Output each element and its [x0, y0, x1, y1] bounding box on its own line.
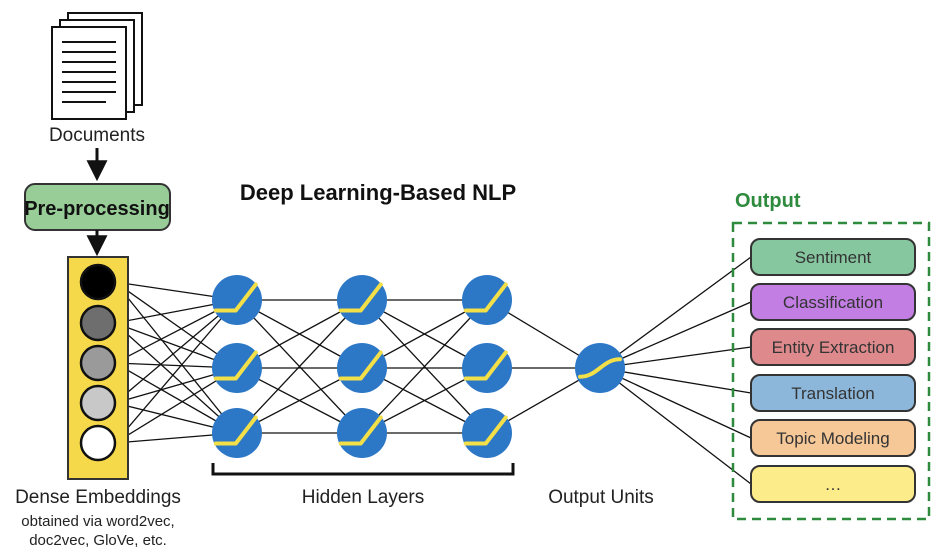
relu-neuron [337, 343, 387, 393]
hidden-layer-nodes [212, 275, 512, 458]
output-task-box [750, 374, 916, 412]
edge-output-to-task [599, 367, 752, 485]
relu-neuron [212, 408, 262, 458]
output-task-box [750, 465, 916, 503]
output-task-label: Topic Modeling [776, 429, 889, 448]
edge-hidden-to-hidden [236, 299, 363, 434]
output-task-label: … [825, 475, 842, 494]
embedding-units [79, 263, 117, 462]
embedding-unit [79, 304, 117, 342]
dense-embeddings-label: Dense Embeddings [15, 487, 181, 508]
output-task-label: Classification [783, 293, 883, 312]
output-task-label: Translation [791, 384, 874, 403]
documents-icon [51, 12, 143, 120]
output-units-label: Output Units [548, 487, 654, 508]
embedding-unit [79, 344, 117, 382]
edge-embedding-to-hidden [114, 281, 238, 434]
output-title: Output [735, 190, 801, 212]
network-connections [114, 256, 752, 485]
edge-embedding-to-hidden [114, 299, 238, 404]
diagram-title: Deep Learning-Based NLP [240, 180, 516, 205]
output-frame [731, 221, 931, 521]
output-task-4: Topic Modeling [750, 419, 916, 457]
edge-hidden-to-hidden [361, 299, 488, 434]
relu-neuron [462, 343, 512, 393]
edge-output-to-task [599, 301, 752, 369]
edge-output-to-task [599, 367, 752, 394]
hidden-layers-label: Hidden Layers [302, 487, 425, 508]
output-task-5: … [750, 465, 916, 503]
edge-embedding-to-hidden [114, 299, 238, 444]
output-task-3: Translation [750, 374, 916, 412]
edge-output-to-task [599, 367, 752, 439]
output-task-box [750, 283, 916, 321]
output-task-0: Sentiment [750, 238, 916, 276]
output-unit-node [575, 343, 625, 393]
embedding-unit [79, 263, 117, 301]
relu-neuron [337, 275, 387, 325]
output-task-box [750, 419, 916, 457]
embedding-unit [79, 424, 117, 462]
edge-embedding-to-hidden [114, 322, 238, 434]
edge-output-to-task [599, 346, 752, 369]
output-task-box [750, 328, 916, 366]
sigmoid-neuron [575, 343, 625, 393]
output-task-1: Classification [750, 283, 916, 321]
embeddings-note-line2: doc2vec, GloVe, etc. [29, 532, 167, 549]
relu-neuron [212, 343, 262, 393]
relu-neuron [462, 408, 512, 458]
relu-neuron [212, 275, 262, 325]
relu-neuron [337, 408, 387, 458]
relu-neuron [462, 275, 512, 325]
output-task-label: Entity Extraction [772, 338, 895, 357]
embedding-unit [79, 384, 117, 422]
hidden-layers-bracket [211, 463, 515, 476]
output-task-box [750, 238, 916, 276]
preprocessing-label: Pre-processing [24, 198, 170, 220]
output-task-2: Entity Extraction [750, 328, 916, 366]
embeddings-note-line1: obtained via word2vec, [21, 513, 174, 530]
edge-output-to-task [599, 256, 752, 369]
documents-label: Documents [49, 125, 145, 146]
output-task-label: Sentiment [795, 248, 872, 267]
